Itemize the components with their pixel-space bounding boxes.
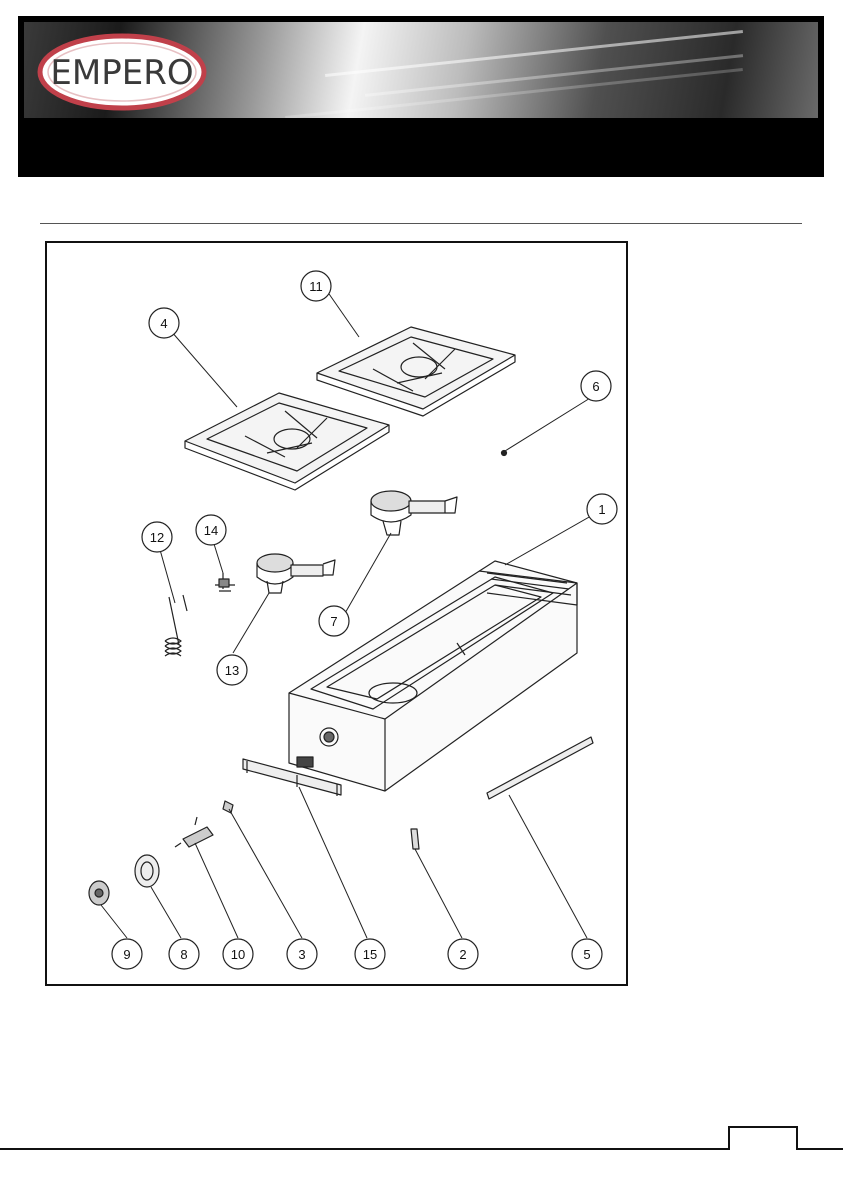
banner-gradient: EMPERO [24, 22, 818, 118]
callout-2: 2 [459, 947, 466, 962]
callout-7: 7 [330, 614, 337, 629]
callout-5: 5 [583, 947, 590, 962]
valve-10 [175, 817, 213, 847]
callout-9: 9 [123, 947, 130, 962]
logo-text: EMPERO [50, 53, 193, 93]
burner-grate-4 [185, 393, 389, 490]
control-knob-9 [89, 881, 109, 905]
page-number-tab [728, 1126, 798, 1150]
callout-8: 8 [180, 947, 187, 962]
thermocouple-12 [165, 595, 187, 656]
exploded-diagram: 11 4 6 1 12 14 7 13 9 8 10 3 15 2 5 [47, 243, 630, 988]
appliance-body-1 [289, 561, 577, 791]
callout-3: 3 [298, 947, 305, 962]
screw-6 [502, 451, 507, 456]
callout-14: 14 [204, 523, 218, 538]
knob-ring-8 [135, 855, 159, 887]
header-banner: EMPERO [18, 16, 824, 177]
callout-6: 6 [592, 379, 599, 394]
section-divider [40, 223, 802, 224]
burner-grate-11 [317, 327, 515, 416]
support-bar-5 [487, 737, 593, 799]
callout-1: 1 [598, 502, 605, 517]
footer-line-left [0, 1148, 730, 1150]
burner-7 [371, 491, 457, 535]
connector-14 [215, 573, 235, 591]
callout-4: 4 [160, 316, 167, 331]
burner-13 [257, 554, 335, 593]
fitting-3 [223, 801, 233, 813]
brand-logo: EMPERO [36, 32, 208, 112]
callout-13: 13 [225, 663, 239, 678]
callout-12: 12 [150, 530, 164, 545]
callout-15: 15 [363, 947, 377, 962]
footer-line-right [796, 1148, 843, 1150]
exploded-view-frame: 11 4 6 1 12 14 7 13 9 8 10 3 15 2 5 [45, 241, 628, 986]
callout-11: 11 [309, 279, 323, 294]
leg-2 [411, 829, 419, 849]
callout-10: 10 [231, 947, 245, 962]
